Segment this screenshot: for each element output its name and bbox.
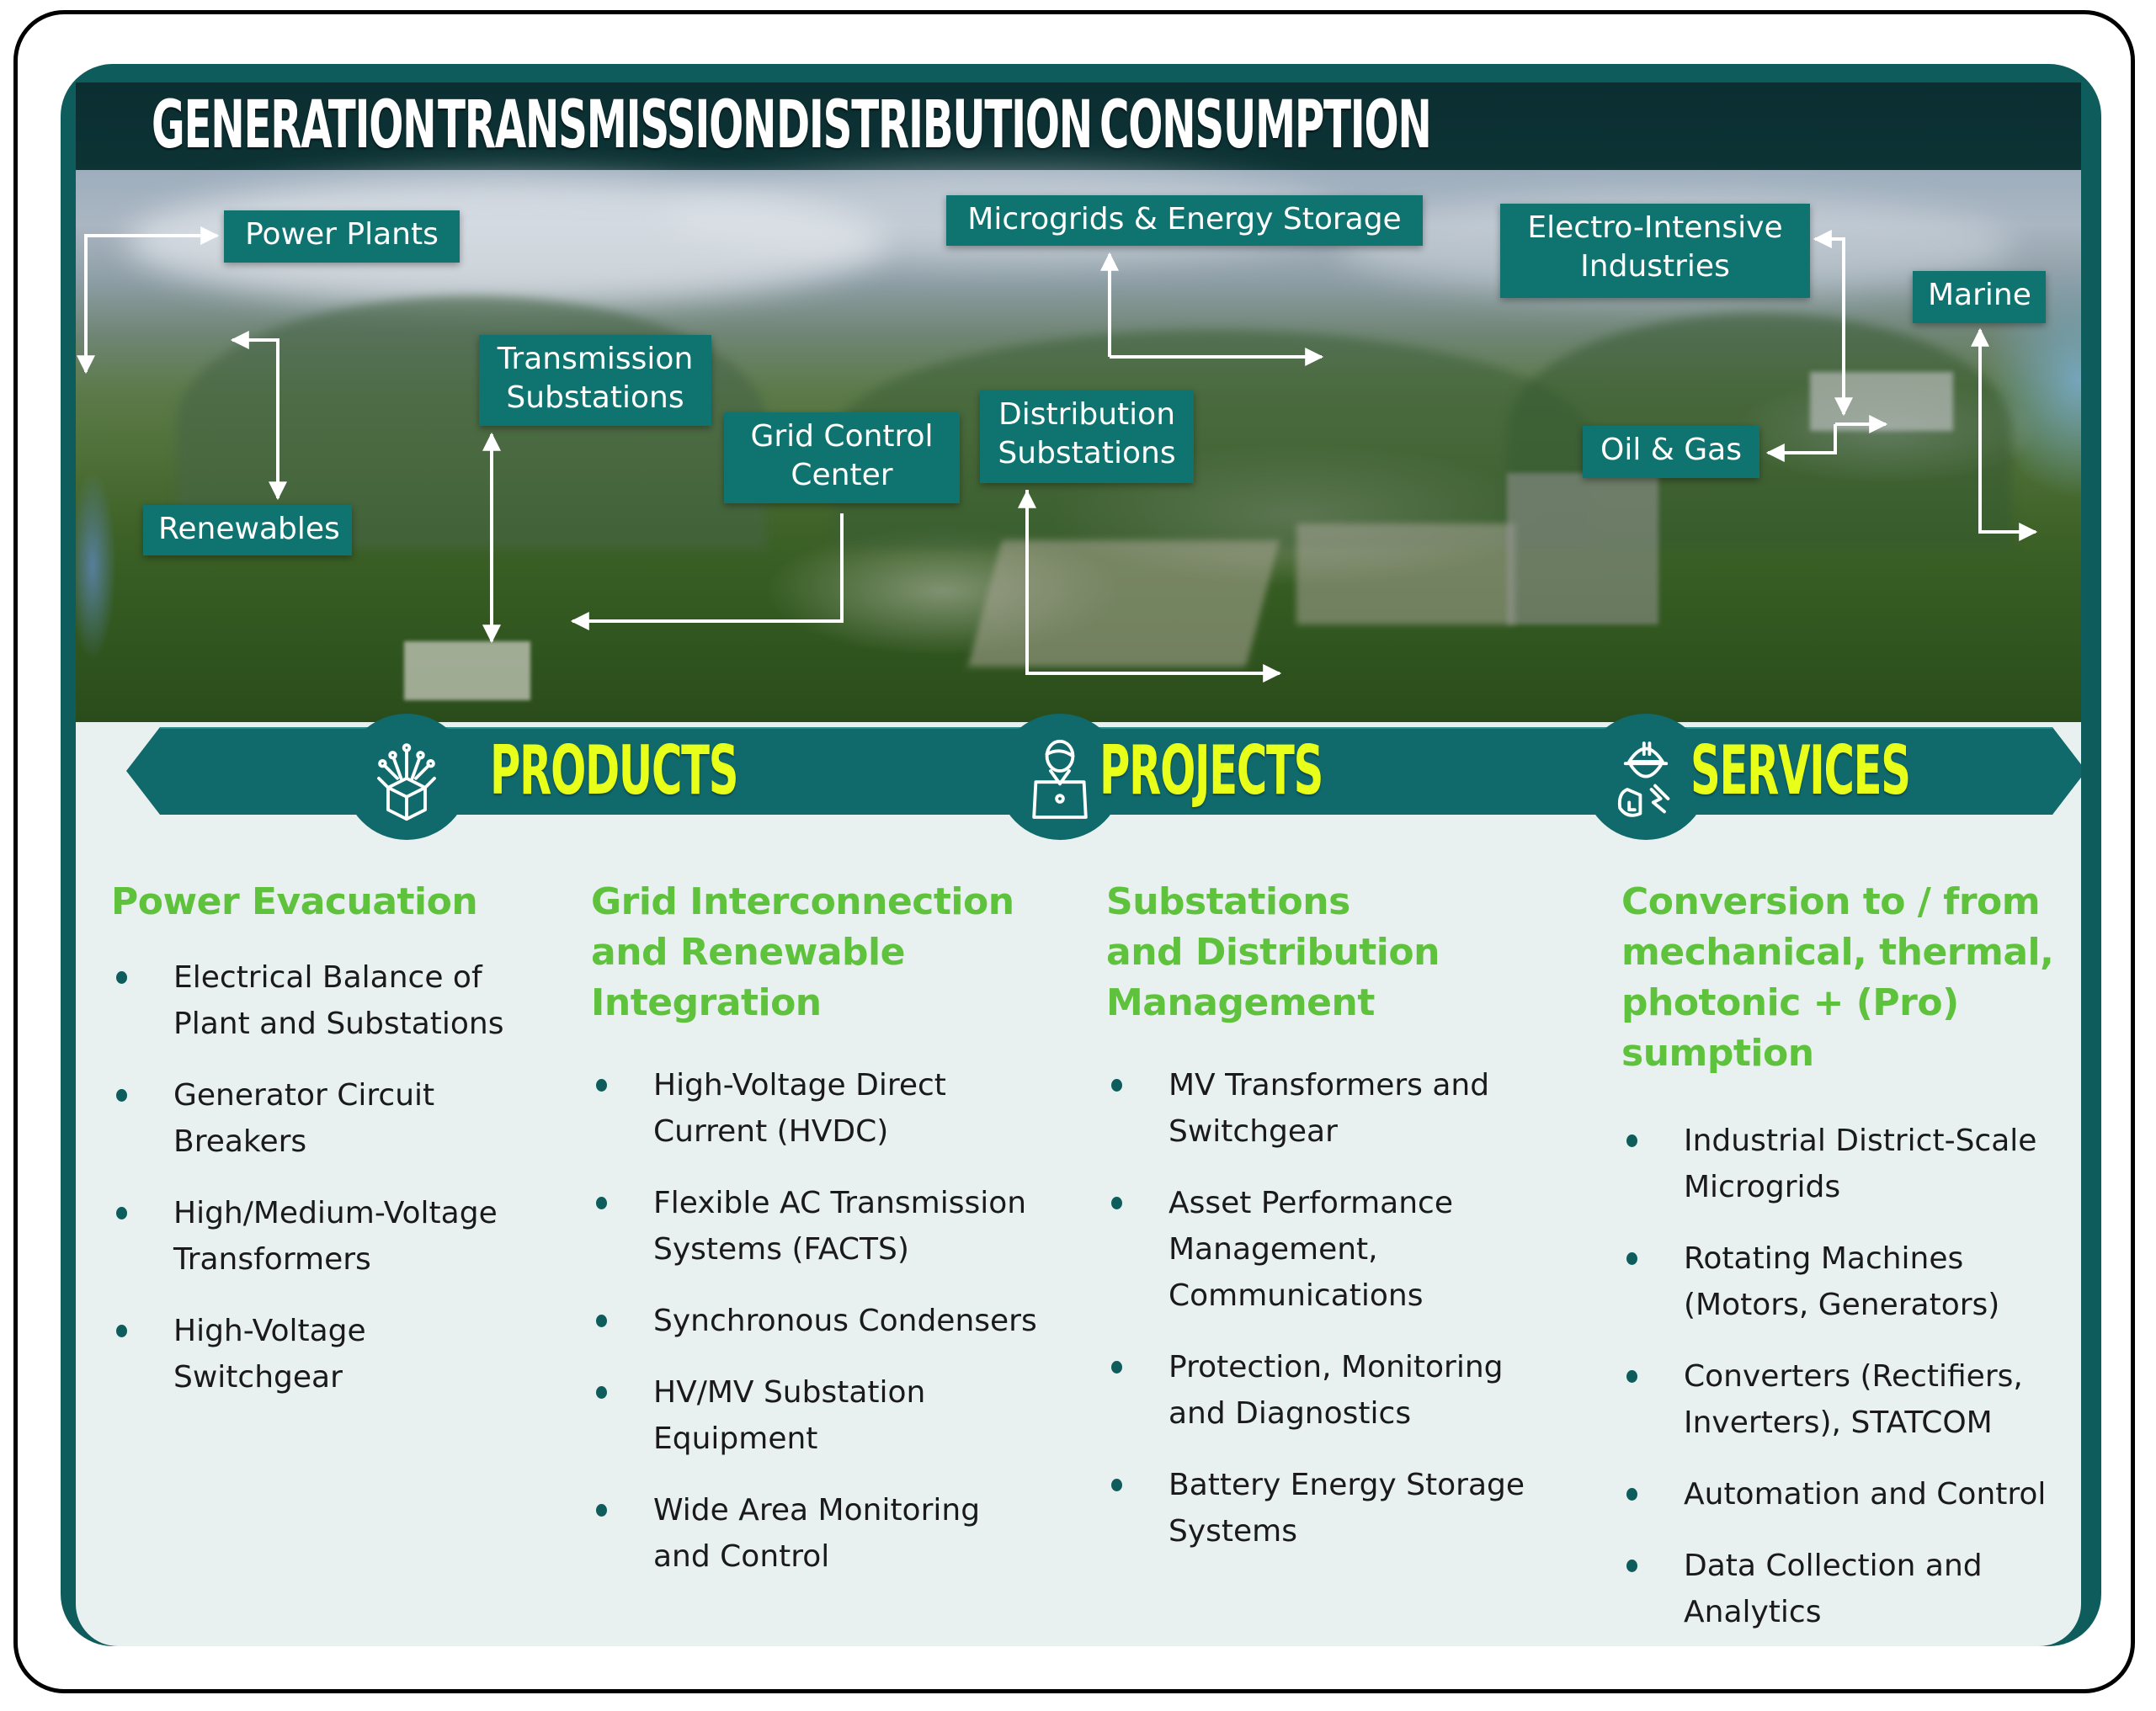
column-grid-interconnection: Grid Interconnection and Renewable Integ… [591,877,1079,1605]
bullet-icon [1626,1560,1637,1572]
bullet-icon [1626,1134,1637,1147]
bullet-icon [1626,1252,1637,1265]
callout-grid-control-center[interactable]: Grid Control Center [724,412,960,503]
bullet-icon [596,1315,607,1327]
banner-services[interactable]: SERVICES [1690,731,1911,810]
callout-oil-gas[interactable]: Oil & Gas [1583,426,1759,478]
bullet-icon [596,1079,607,1092]
bullet-icon [1111,1079,1122,1092]
callout-electro-intensive-industries[interactable]: Electro-Intensive Industries [1500,204,1810,298]
bullet-icon [596,1197,607,1209]
bullet-icon [1111,1197,1122,1209]
bullet-icon [116,1089,127,1102]
column-conversion: Conversion to / from mechanical, thermal… [1621,877,2081,1646]
engineer-laptop-icon [1032,739,1088,819]
list-item: Converters (Rectifiers,Inverters), STATC… [1621,1353,2081,1446]
callout-renewables[interactable]: Renewables [143,505,352,555]
projects-icon-badge [997,714,1123,840]
bullet-icon [116,1325,127,1337]
column-heading: Grid Interconnection and Renewable Integ… [591,880,1014,1024]
bullet-icon [1111,1361,1122,1374]
stage-generation: GENERATION [152,88,437,163]
worker-helmet-icon [1617,741,1670,817]
callout-transmission-substations[interactable]: Transmission Substations [479,335,711,426]
stage-distribution: DISTRIBUTION [776,88,1093,163]
offering-banner: PRODUCTS PROJECTS [76,714,2081,840]
stage-header: GENERATION TRANSMISSION DISTRIBUTION CON… [76,82,2081,170]
column-heading: Power Evacuation [111,880,478,923]
stage-consumption: CONSUMPTION [1099,88,1432,163]
box-circuit-icon [377,743,436,821]
bullet-icon [1626,1488,1637,1501]
list-item: Rotating Machines(Motors, Generators) [1621,1235,2081,1328]
bullet-icon [116,1207,127,1219]
bullet-icon [596,1504,607,1517]
substation-area [404,641,530,700]
callout-microgrids-energy-storage[interactable]: Microgrids & Energy Storage [946,195,1423,246]
industrial-area [1507,473,1658,624]
callout-distribution-substations[interactable]: Distribution Substations [980,391,1194,483]
list-item: Synchronous Condensers [591,1298,1079,1344]
column-heading: Conversion to / from mechanical, thermal… [1621,880,2054,1075]
callout-marine[interactable]: Marine [1913,271,2046,323]
banner-projects[interactable]: PROJECTS [1099,731,1323,810]
bullet-icon [116,971,127,984]
bullet-icon [1111,1479,1122,1491]
infographic-card: GENERATION TRANSMISSION DISTRIBUTION CON… [61,64,2101,1646]
column-substations-distribution: Substations and Distribution Management … [1106,877,1594,1580]
stage-transmission: TRANSMISSION [438,88,777,163]
banner-products[interactable]: PRODUCTS [490,731,738,810]
landscape-illustration: Power Plants Renewables Transmission Sub… [76,170,2081,722]
list-item: Automation and Control [1621,1471,2081,1517]
card-inner: GENERATION TRANSMISSION DISTRIBUTION CON… [76,82,2081,1646]
town-area [1296,523,1515,624]
town-area [967,540,1280,667]
column-heading: Substations and Distribution Management [1106,880,1440,1024]
bullet-icon [596,1386,607,1399]
bullet-icon [1626,1370,1637,1383]
callout-power-plants[interactable]: Power Plants [224,210,460,263]
city-area [1810,372,1953,431]
